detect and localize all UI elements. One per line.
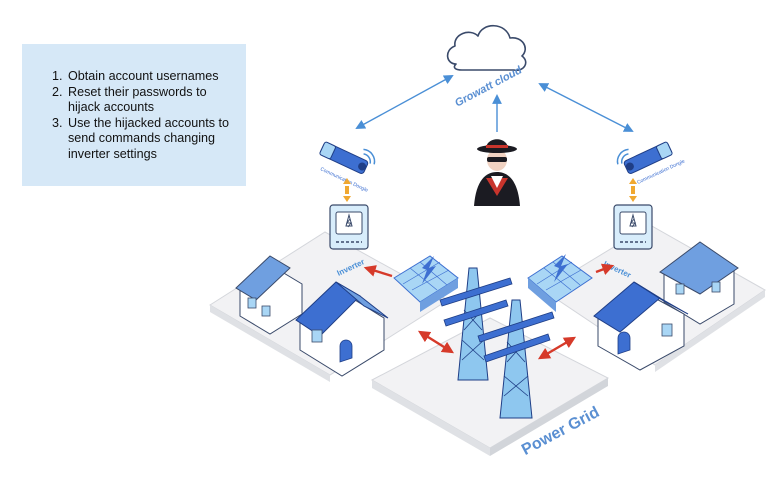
transmission-tower-icon-left xyxy=(439,267,513,381)
attack-steps-box: Obtain account usernames Reset their pas… xyxy=(22,44,246,186)
arrow-inverter-solar-left xyxy=(363,265,393,278)
solar-panel-icon-left xyxy=(393,255,459,312)
inverter-icon-right xyxy=(613,204,653,250)
house-icon-left-1 xyxy=(235,255,303,335)
attack-step-1: Obtain account usernames xyxy=(66,69,236,85)
dongle-icon-right xyxy=(616,141,673,175)
grid-platform-edge xyxy=(372,380,490,456)
house-icon-left-2 xyxy=(295,281,389,377)
arrow-grid-left-home xyxy=(417,330,455,354)
cloud-icon xyxy=(446,24,527,72)
grid-platform-edge-right xyxy=(490,378,608,456)
house-icon-right-2 xyxy=(593,281,689,371)
attack-step-2: Reset their passwords to hijack accounts xyxy=(66,85,236,116)
inverter-icon-left xyxy=(329,204,369,250)
arrow-inverter-solar-right xyxy=(595,263,615,275)
solar-panel-icon-right xyxy=(527,254,593,312)
right-platform-edge xyxy=(655,290,765,372)
left-platform-edge xyxy=(210,305,330,382)
cloud-label: Growatt cloud xyxy=(453,64,524,109)
connector-left xyxy=(343,178,351,202)
attack-step-3: Use the hijacked accounts to send comman… xyxy=(66,116,236,163)
dongle-icon-left xyxy=(319,141,376,175)
hacker-icon xyxy=(474,139,520,206)
arrow-cloud-right-dongle xyxy=(538,83,634,132)
house-icon-right-1 xyxy=(659,241,739,325)
arrow-grid-right-home xyxy=(537,336,577,360)
connector-right xyxy=(629,178,637,202)
attack-steps-list: Obtain account usernames Reset their pas… xyxy=(46,69,236,162)
arrow-cloud-left-dongle xyxy=(355,75,454,129)
transmission-tower-icon-right xyxy=(477,299,555,419)
